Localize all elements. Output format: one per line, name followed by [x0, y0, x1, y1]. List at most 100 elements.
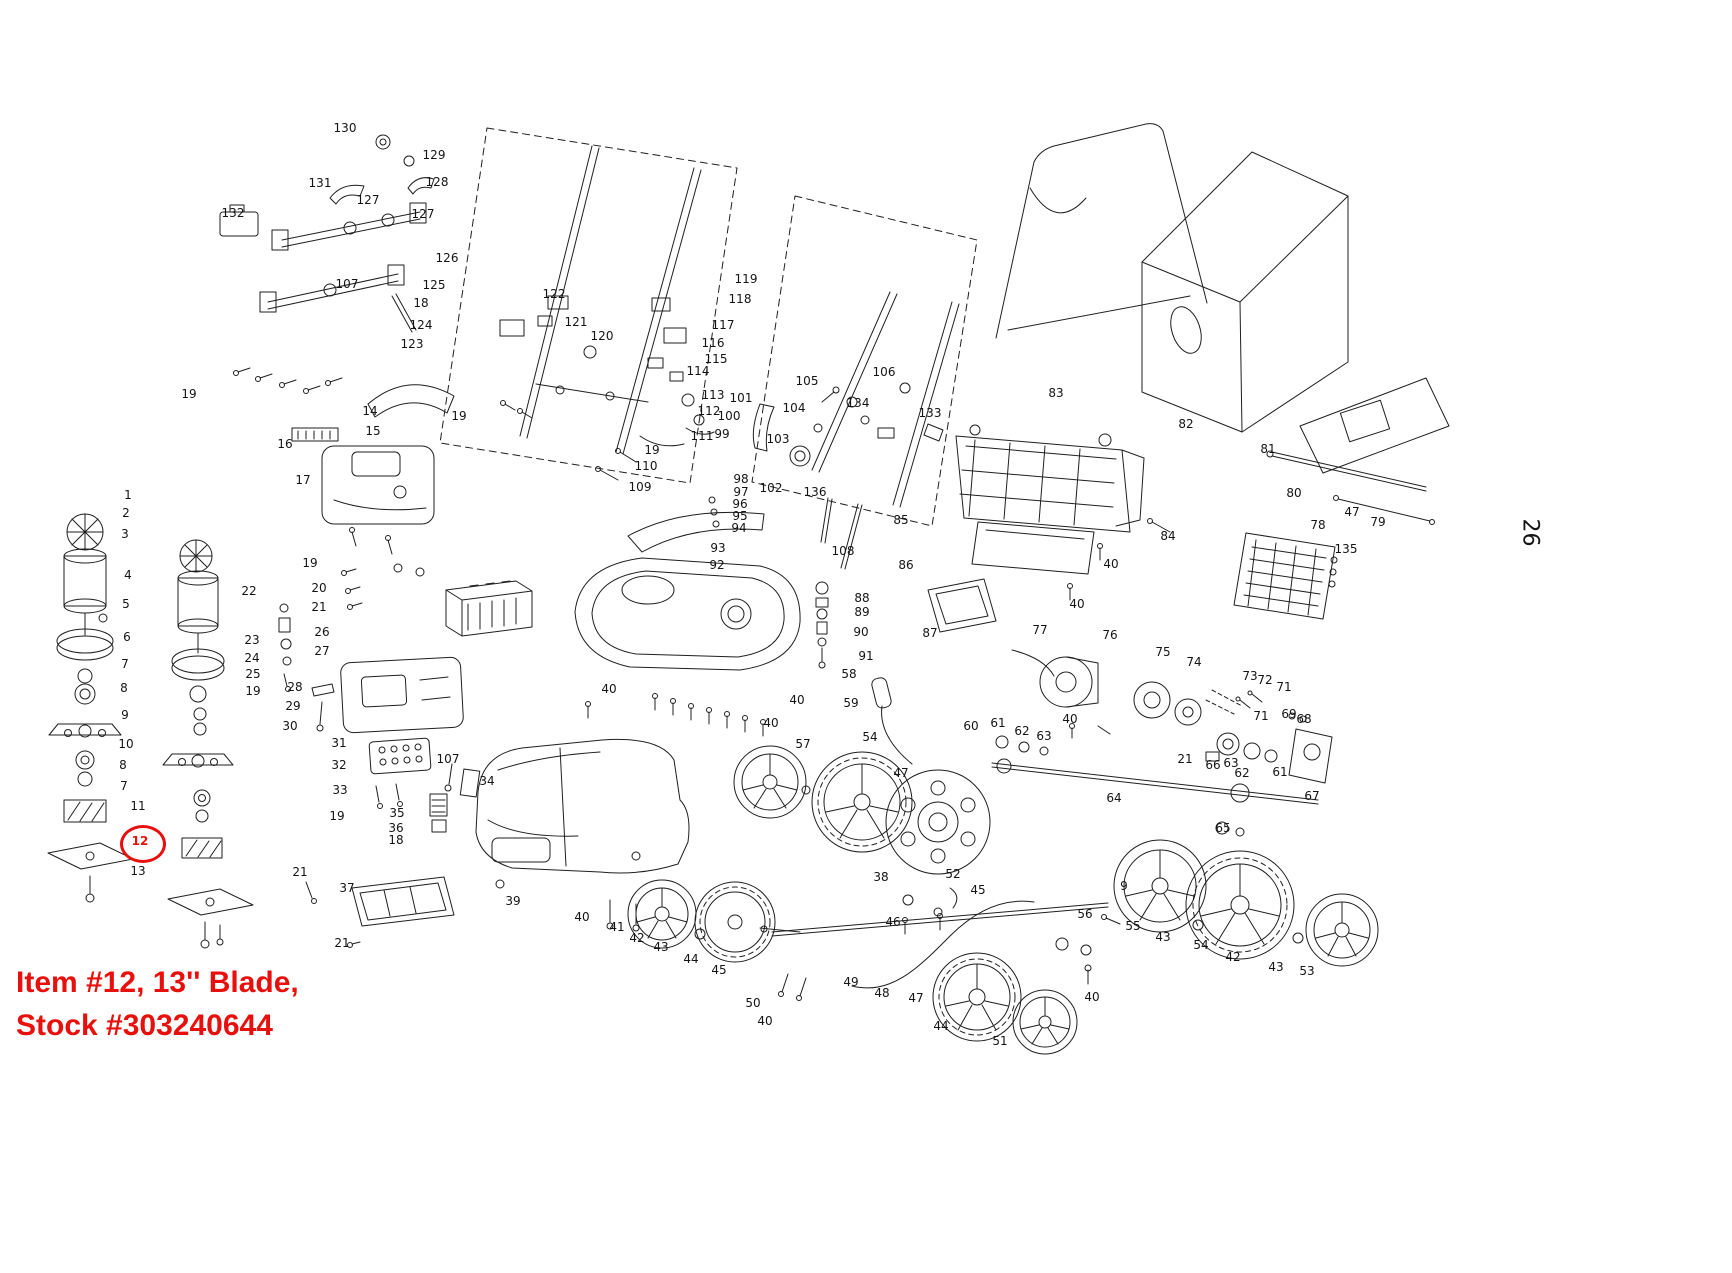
part-label-50: 50	[745, 996, 761, 1010]
part-label-100: 100	[717, 409, 741, 423]
part-label-129: 129	[422, 148, 446, 162]
part-label-2: 2	[122, 506, 130, 520]
part-label-123: 123	[400, 337, 424, 351]
part-label-47: 47	[1344, 505, 1360, 519]
part-label-44: 44	[683, 952, 699, 966]
part-label-76: 76	[1102, 628, 1118, 642]
part-label-92: 92	[709, 558, 725, 572]
part-label-101: 101	[729, 391, 753, 405]
part-label-66: 66	[1205, 758, 1221, 772]
part-label-43: 43	[1155, 930, 1171, 944]
part-label-44: 44	[933, 1019, 949, 1033]
part-label-24: 24	[244, 651, 260, 665]
part-label-136: 136	[803, 485, 827, 499]
part-label-45: 45	[711, 963, 727, 977]
part-label-127: 127	[356, 193, 380, 207]
part-label-19: 19	[245, 684, 261, 698]
part-label-71: 71	[1276, 680, 1292, 694]
part-label-102: 102	[759, 481, 783, 495]
part-label-51: 51	[992, 1034, 1008, 1048]
part-label-15: 15	[365, 424, 381, 438]
part-label-40: 40	[1069, 597, 1085, 611]
part-label-71: 71	[1253, 709, 1269, 723]
annotation-line-2: Stock #303240644	[16, 1008, 273, 1042]
part-label-25: 25	[245, 667, 261, 681]
part-label-32: 32	[331, 758, 347, 772]
part-label-107: 107	[335, 277, 359, 291]
annotation-line-1: Item #12, 13'' Blade,	[16, 966, 299, 999]
part-label-90: 90	[853, 625, 869, 639]
part-label-75: 75	[1155, 645, 1171, 659]
page-number: 26	[1517, 518, 1543, 547]
part-label-30: 30	[282, 719, 298, 733]
part-label-54: 54	[862, 730, 878, 744]
part-label-62: 62	[1234, 766, 1250, 780]
part-label-135: 135	[1334, 542, 1358, 556]
part-label-55: 55	[1125, 919, 1141, 933]
part-label-89: 89	[854, 605, 870, 619]
part-label-7: 7	[121, 657, 129, 671]
part-label-106: 106	[872, 365, 896, 379]
part-label-49: 49	[843, 975, 859, 989]
part-label-91: 91	[858, 649, 874, 663]
part-label-19: 19	[181, 387, 197, 401]
part-label-21: 21	[292, 865, 308, 879]
part-label-23: 23	[244, 633, 260, 647]
part-label-28: 28	[287, 680, 303, 694]
part-label-103: 103	[766, 432, 790, 446]
part-label-95: 95	[732, 509, 748, 523]
part-label-86: 86	[898, 558, 914, 572]
part-label-42: 42	[629, 931, 645, 945]
part-label-8: 8	[120, 681, 128, 695]
part-label-11: 11	[130, 799, 146, 813]
part-label-134: 134	[846, 396, 870, 410]
part-label-104: 104	[782, 401, 806, 415]
part-label-18: 18	[413, 296, 429, 310]
part-label-122: 122	[542, 287, 566, 301]
part-label-126: 126	[435, 251, 459, 265]
part-label-40: 40	[763, 716, 779, 730]
part-label-65: 65	[1215, 821, 1231, 835]
part-label-128: 128	[425, 175, 449, 189]
part-label-69: 69	[1281, 707, 1297, 721]
part-label-112: 112	[697, 404, 721, 418]
part-label-18: 18	[388, 833, 404, 847]
part-label-9: 9	[1120, 879, 1128, 893]
part-label-47: 47	[893, 766, 909, 780]
part-label-19: 19	[302, 556, 318, 570]
part-label-10: 10	[118, 737, 134, 751]
part-label-114: 114	[686, 364, 710, 378]
part-label-132: 132	[221, 206, 245, 220]
part-label-40: 40	[574, 910, 590, 924]
part-label-13: 13	[130, 864, 146, 878]
part-label-119: 119	[734, 272, 758, 286]
part-label-21: 21	[311, 600, 327, 614]
part-label-40: 40	[1084, 990, 1100, 1004]
part-label-113: 113	[701, 388, 725, 402]
part-label-81: 81	[1260, 442, 1276, 456]
part-label-63: 63	[1223, 756, 1239, 770]
part-label-60: 60	[963, 719, 979, 733]
part-label-7: 7	[120, 779, 128, 793]
part-label-6: 6	[123, 630, 131, 644]
part-label-61: 61	[1272, 765, 1288, 779]
part-label-40: 40	[1103, 557, 1119, 571]
part-label-82: 82	[1178, 417, 1194, 431]
part-label-93: 93	[710, 541, 726, 555]
part-label-62: 62	[1014, 724, 1030, 738]
part-label-97: 97	[733, 485, 749, 499]
part-label-84: 84	[1160, 529, 1176, 543]
part-label-85: 85	[893, 513, 909, 527]
part-label-40: 40	[757, 1014, 773, 1028]
part-label-52: 52	[945, 867, 961, 881]
part-label-47: 47	[908, 991, 924, 1005]
part-label-63: 63	[1036, 729, 1052, 743]
part-label-33: 33	[332, 783, 348, 797]
part-label-43: 43	[653, 940, 669, 954]
part-label-43: 43	[1268, 960, 1284, 974]
part-label-67: 67	[1304, 789, 1320, 803]
part-label-115: 115	[704, 352, 728, 366]
part-label-116: 116	[701, 336, 725, 350]
